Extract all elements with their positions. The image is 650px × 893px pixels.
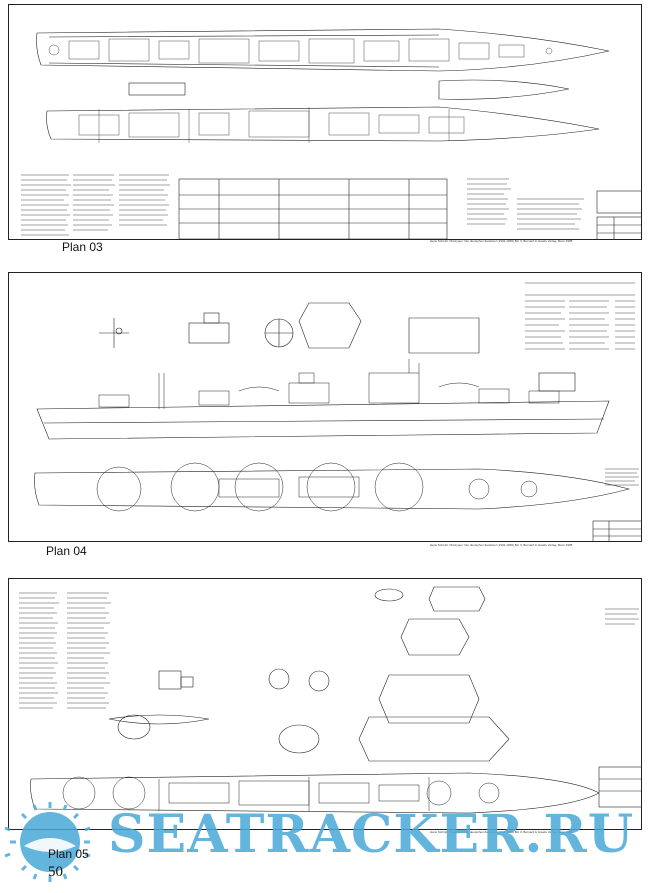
plan-04-drawing <box>8 272 642 542</box>
plan-03-deck-plans <box>21 28 641 239</box>
plan-04-profile-and-plan <box>34 282 641 541</box>
plan-03-credit: Hans Schmitt, Plantypen: Die deutschen Z… <box>430 239 573 243</box>
plan-04-credit: Hans Schmitt, Plantypen: Die deutschen Z… <box>430 543 573 547</box>
page-number: 50 <box>48 864 63 880</box>
plan-03-label: Plan 03 <box>62 240 103 254</box>
plan-05-details-and-plan <box>19 586 641 814</box>
plan-05-label: Plan 05 <box>48 847 89 861</box>
plan-05-credit: Hans Schmitt, Plantypen: Die deutschen Z… <box>430 830 573 834</box>
plan-03-drawing <box>8 4 642 240</box>
watermark-text: SEATRACKER.RU <box>108 804 635 865</box>
plan-04-label: Plan 04 <box>46 544 87 558</box>
seatracker-logo-icon <box>4 802 91 882</box>
plan-05-drawing <box>8 578 642 830</box>
